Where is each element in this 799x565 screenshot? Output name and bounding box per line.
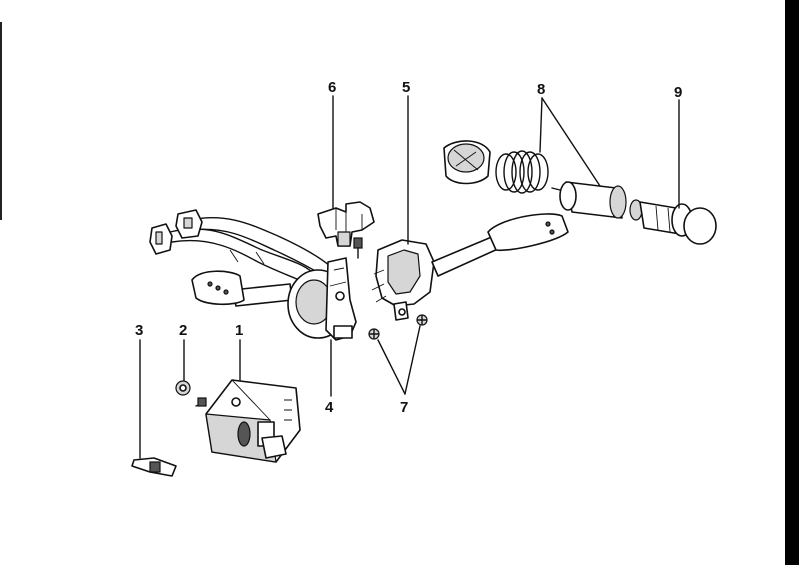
part-8-socket <box>551 181 627 219</box>
part-4-left-stalk <box>191 270 293 307</box>
callout-6: 6 <box>328 79 336 96</box>
left-edge-mark <box>0 22 2 220</box>
part-6-switch-block <box>317 201 375 259</box>
right-edge-bar <box>785 0 799 565</box>
callout-9: 9 <box>674 84 682 101</box>
part-5-switch-housing <box>371 239 435 321</box>
callout-5: 5 <box>402 79 410 96</box>
wiring-harness <box>149 209 331 285</box>
part-5-right-stalk <box>431 213 569 277</box>
callout-labels: 1 2 3 4 5 6 7 8 9 <box>135 79 682 416</box>
part-9-lighter <box>629 199 717 245</box>
part-2-nut <box>175 380 191 396</box>
part-4-switch-housing <box>287 257 357 341</box>
part-8-cap <box>443 140 491 185</box>
part-3-bulb-holder <box>131 457 177 477</box>
leader-lines <box>139 95 680 459</box>
callout-2: 2 <box>179 322 187 339</box>
part-8-spring <box>495 150 549 194</box>
part-1-light-switch <box>195 379 301 463</box>
callout-8: 8 <box>537 81 545 98</box>
part-7-screws <box>368 314 428 340</box>
callout-7: 7 <box>400 399 408 416</box>
callout-4: 4 <box>325 399 334 416</box>
callout-1: 1 <box>235 322 243 339</box>
callout-3: 3 <box>135 322 143 339</box>
